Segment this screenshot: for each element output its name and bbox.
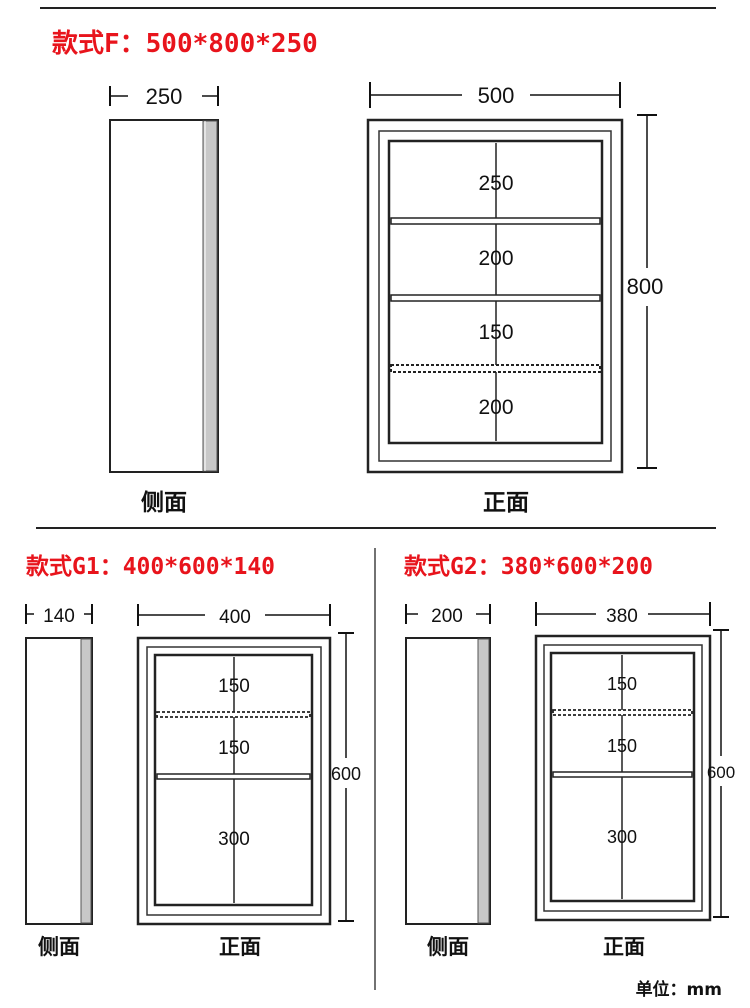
- unit-label: 单位：mm: [636, 979, 722, 1000]
- section-f-front-label: 正面: [483, 490, 529, 516]
- section-f-title: 款式F：500*800*250: [52, 29, 318, 59]
- section-f-shelf-2: 200: [478, 247, 513, 270]
- section-g1-front-width: 400: [219, 607, 251, 628]
- section-g1-shelf-2: 150: [218, 738, 250, 759]
- section-f-side-depth: 250: [146, 84, 183, 109]
- section-g2-front-width: 380: [606, 606, 638, 627]
- section-g2-shelf-1: 150: [607, 674, 637, 694]
- section-g2-front-view: 380 150 150 300 600 正面: [534, 602, 735, 959]
- section-f-shelf-3: 150: [478, 321, 513, 344]
- section-g1-shelf-3: 300: [218, 829, 250, 850]
- section-g2-shelf-3: 300: [607, 827, 637, 847]
- section-g2-front-height: 600: [707, 763, 735, 782]
- section-g1-front-view: 400 150 150 300 600 正面: [136, 604, 361, 959]
- section-f-side-view: 250 侧面: [109, 84, 219, 516]
- section-g2-side-label: 侧面: [427, 935, 469, 959]
- section-g1-side-view: 140 侧面: [25, 604, 93, 959]
- section-g2-title: 款式G2：380*600*200: [404, 553, 653, 580]
- section-g2-shelf-2: 150: [607, 736, 637, 756]
- section-g1-front-height: 600: [331, 764, 361, 784]
- section-g1-front-label: 正面: [219, 935, 261, 959]
- section-f-shelf-1: 250: [478, 172, 513, 195]
- section-g2-front-label: 正面: [603, 935, 645, 959]
- section-f-front-width: 500: [478, 83, 515, 108]
- section-g1-side-label: 侧面: [38, 935, 80, 959]
- section-g1-title: 款式G1：400*600*140: [26, 553, 275, 580]
- section-f-front-height: 800: [627, 274, 664, 299]
- section-f-shelf-4: 200: [478, 396, 513, 419]
- section-g2-side-depth: 200: [431, 606, 463, 627]
- section-f-side-label: 侧面: [141, 489, 187, 516]
- section-f-front-view: 500 250 200 150 200 800 正面: [366, 82, 664, 516]
- section-g1-shelf-1: 150: [218, 676, 250, 697]
- section-g2-side-view: 200 侧面: [405, 604, 491, 959]
- section-g1-side-depth: 140: [43, 606, 75, 627]
